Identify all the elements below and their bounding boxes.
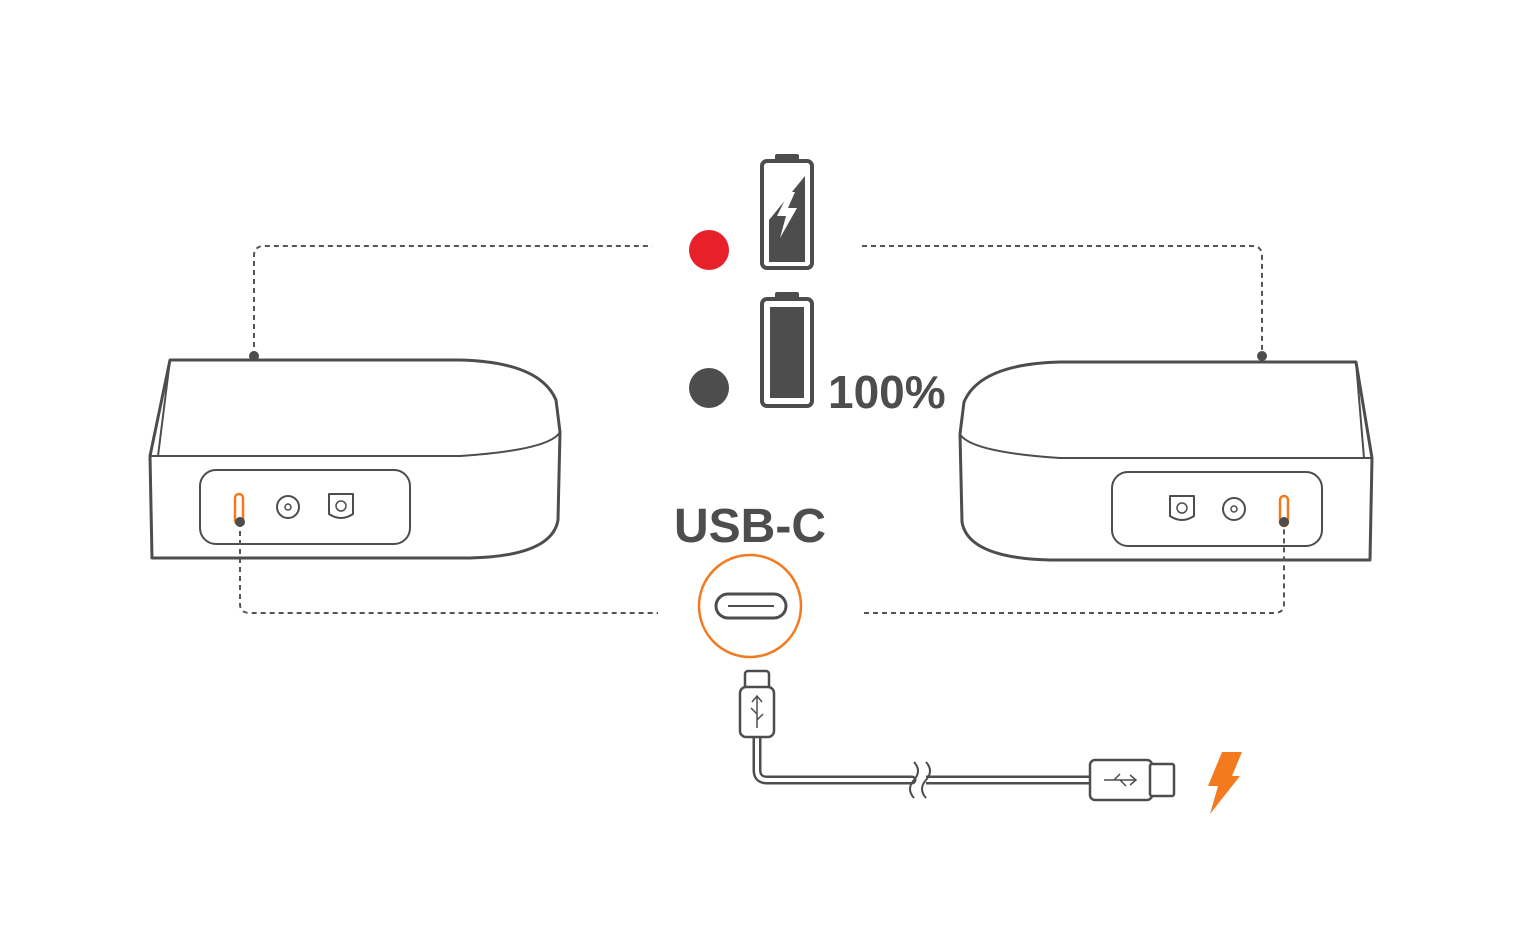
- leader-dot-bottom-left: [235, 517, 245, 527]
- cable-break: [909, 761, 931, 799]
- full-indicator-dot: [689, 368, 729, 408]
- charging-indicator-dot: [689, 230, 729, 270]
- leader-endpoints: [235, 351, 1289, 527]
- usb-plug-symbol-icon: [750, 694, 764, 728]
- leader-line-bottom-left: [239, 522, 658, 614]
- leader-line-top-left: [253, 245, 652, 356]
- leader-lines: [239, 245, 1285, 614]
- right-power-symbol: [1230, 505, 1238, 513]
- battery-charging-icon: [760, 154, 814, 270]
- full-charge-label: 100%: [828, 366, 946, 418]
- leader-line-top-right: [862, 245, 1263, 356]
- right-bluetooth-symbol: [1176, 502, 1188, 514]
- leader-dot-top-right: [1257, 351, 1267, 361]
- usb-c-plug: [738, 669, 776, 739]
- usb-c-label: USB-C: [674, 500, 826, 553]
- leader-line-bottom-right: [864, 522, 1285, 614]
- battery-full-icon: [760, 292, 814, 408]
- usb-a-plug: [1088, 758, 1176, 802]
- leader-dot-top-left: [249, 351, 259, 361]
- lightning-icon: [1208, 752, 1242, 814]
- usb-a-symbol-icon: [1104, 773, 1138, 787]
- left-speaker-top-edge: [150, 431, 561, 457]
- usb-c-port-callout: [697, 553, 803, 659]
- leader-dot-bottom-right: [1279, 517, 1289, 527]
- right-speaker-side-edge: [1355, 361, 1365, 459]
- usb-cable: [752, 731, 1090, 799]
- left-control-panel: [199, 469, 411, 545]
- left-bluetooth-symbol: [335, 500, 347, 512]
- right-speaker: [958, 360, 1374, 562]
- right-speaker-top-edge: [959, 433, 1372, 459]
- left-power-symbol: [284, 503, 292, 511]
- left-speaker-side-edge: [157, 359, 171, 457]
- left-speaker: [148, 358, 562, 560]
- right-control-panel: [1111, 471, 1323, 547]
